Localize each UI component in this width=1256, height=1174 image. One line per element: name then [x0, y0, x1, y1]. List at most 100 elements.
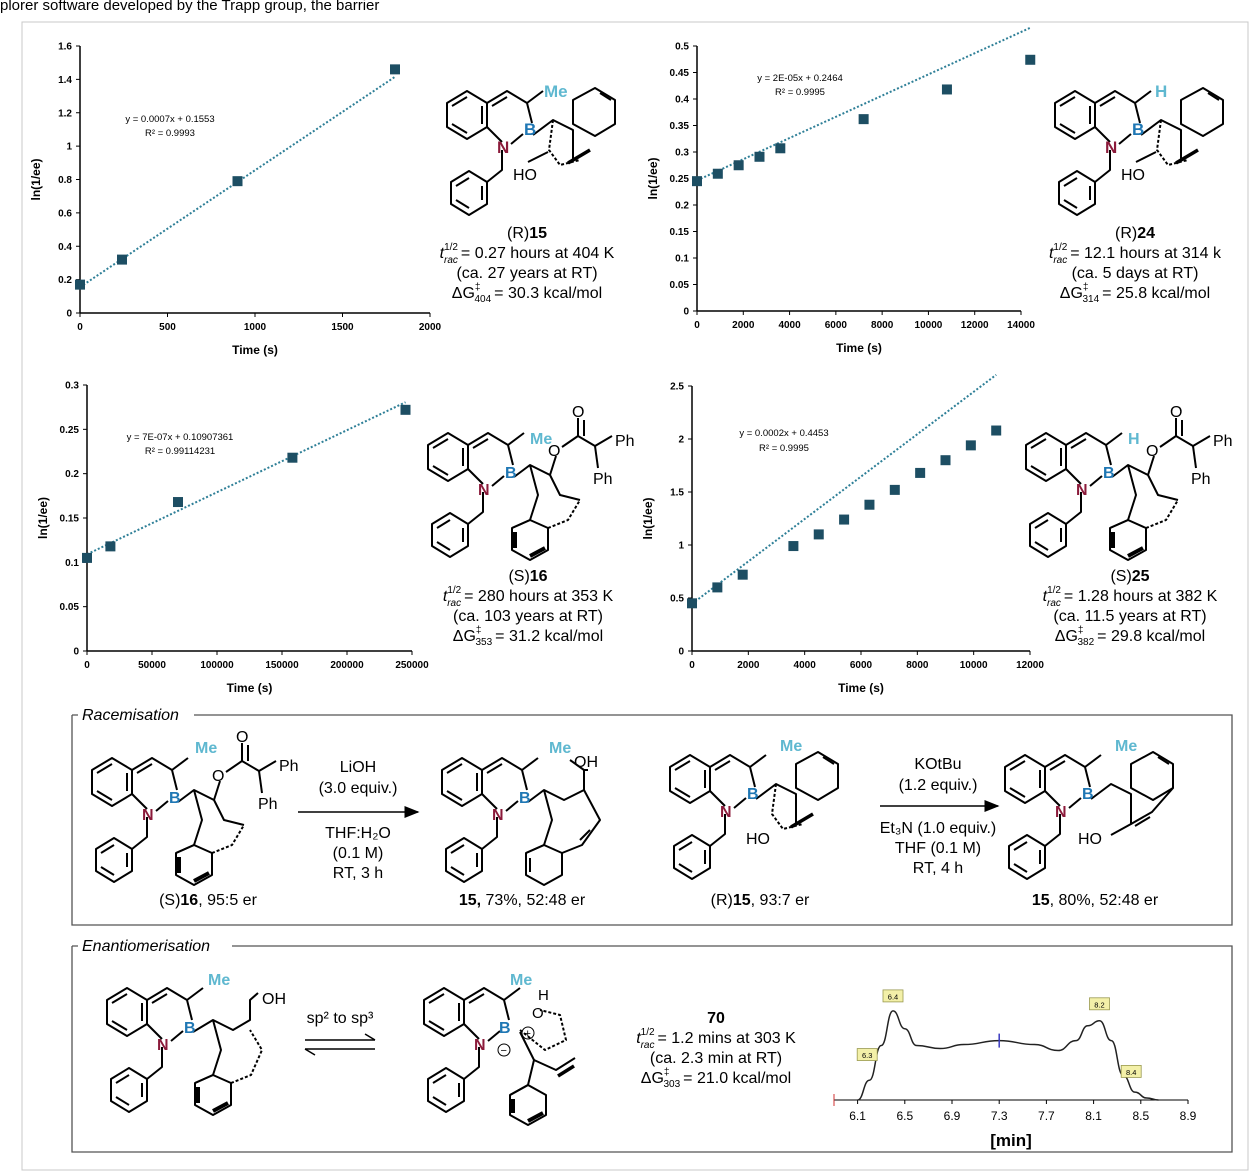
data-point [915, 467, 926, 478]
svg-text:(R)15: (R)15 [507, 225, 547, 242]
dg-sub-15: 404 [474, 294, 491, 305]
x-tick-label: 2000 [737, 660, 760, 671]
x-tick-label: 8.1 [1085, 1109, 1102, 1123]
svg-text:(S)16: (S)16 [508, 568, 547, 585]
y-tick-label: 0.2 [58, 275, 72, 286]
y-tick-label: 0.1 [675, 254, 689, 265]
config-15: (R) [507, 225, 529, 242]
data-point [941, 84, 952, 95]
t-value-16: = 280 hours at 353 K [464, 588, 613, 605]
peak-label-box [882, 989, 904, 1003]
y-tick-label: 0.4 [675, 95, 689, 106]
n-atom: N [1055, 804, 1067, 821]
b-atom: B [1103, 465, 1115, 482]
config-24: (R) [1115, 225, 1137, 242]
r2-label: R² = 0.9995 [775, 87, 825, 98]
h-atom: H [538, 987, 549, 1004]
y-tick-label: 0.35 [670, 121, 690, 132]
data-point [105, 541, 116, 552]
h-label: H [1128, 431, 1140, 448]
x-tick-label: 1500 [331, 322, 354, 333]
y-tick-label: 0.8 [58, 175, 72, 186]
b-atom: B [519, 790, 531, 807]
o-atom: O [548, 443, 560, 460]
x-tick-label: 0 [694, 320, 700, 331]
data-point [788, 541, 799, 552]
x-tick-label: 12000 [961, 320, 989, 331]
x-tick-label: 14000 [1007, 320, 1035, 331]
svg-text:ΔG‡314= 25.8 kcal/mol: ΔG‡314= 25.8 kcal/mol [1060, 282, 1210, 305]
racemisation-panel: Racemisation Me O O Ph Ph N B (S)16, 95:… [71, 707, 1233, 926]
r2-label: R² = 0.9995 [759, 443, 809, 454]
n-atom: N [492, 807, 504, 824]
x-tick-label: 0 [77, 322, 83, 333]
x-axis-label: Time (s) [836, 341, 882, 355]
svg-text:ΔG‡353= 31.2 kcal/mol: ΔG‡353= 31.2 kcal/mol [453, 625, 603, 648]
data-point [991, 425, 1002, 436]
cond-1: RT, 3 h [333, 865, 383, 882]
me-label: Me [549, 740, 571, 757]
x-tick-label: 4000 [778, 320, 801, 331]
o-atom: O [1146, 443, 1158, 460]
b-atom: B [1082, 786, 1094, 803]
y-tick-label: 0.3 [65, 381, 79, 392]
x-tick-label: 100000 [200, 660, 234, 671]
x-tick-label: 2000 [419, 322, 442, 333]
b-atom: B [747, 786, 759, 803]
ho-label: HO [1121, 167, 1145, 184]
header-text: plorer software developed by the Trapp g… [0, 0, 380, 14]
dg-value-25: = 29.8 kcal/mol [1097, 628, 1205, 645]
x-tick-label: 6000 [825, 320, 848, 331]
x-tick-label: 0 [84, 660, 90, 671]
n-atom: N [1105, 138, 1117, 157]
ph-label: Ph [615, 433, 635, 450]
config-25: (S) [1110, 568, 1131, 585]
y-tick-label: 1.6 [58, 42, 72, 53]
y-tick-label: 0.25 [60, 425, 80, 436]
x-tick-label: 8000 [906, 660, 929, 671]
enantiomerisation-title: Enantiomerisation [82, 938, 210, 955]
x-tick-label: 1000 [244, 322, 267, 333]
data-point [687, 598, 697, 609]
x-tick-label: 10000 [960, 660, 988, 671]
svg-text:ΔG‡382= 29.8 kcal/mol: ΔG‡382= 29.8 kcal/mol [1055, 625, 1205, 648]
me-label: Me [530, 431, 552, 448]
t-value-70: = 1.2 mins at 303 K [657, 1030, 796, 1047]
svg-text:−: − [501, 1045, 507, 1057]
me-label: Me [510, 972, 532, 989]
data-point [117, 254, 127, 265]
enantiomerisation-panel: Enantiomerisation Me OH N B sp² to sp³ [71, 938, 1233, 1153]
x-tick-label: 2000 [732, 320, 755, 331]
peak-label-box [1120, 1065, 1142, 1078]
o-atom: O [572, 404, 584, 421]
ph-label: Ph [258, 796, 278, 813]
y-tick-label: 0.45 [670, 68, 690, 79]
x-tick-label: 6.9 [944, 1109, 961, 1123]
y-tick-label: 1.5 [670, 488, 684, 499]
data-point [813, 529, 824, 540]
y-tick-label: 2 [678, 435, 684, 446]
data-point [737, 569, 748, 580]
data-point [287, 452, 298, 463]
solvent-2: THF (0.1 M) [895, 840, 981, 857]
data-point [692, 176, 702, 187]
x-tick-label: 12000 [1016, 660, 1044, 671]
o-atom: O [532, 1005, 544, 1022]
y-tick-label: 0.5 [670, 594, 684, 605]
x-axis-label: Time (s) [232, 343, 278, 357]
equation-label: y = 0.0007x + 0.1553 [125, 114, 214, 125]
peak-label-box [1089, 997, 1110, 1011]
x-tick-label: 6.5 [896, 1109, 913, 1123]
equiv-1: (3.0 equiv.) [319, 780, 398, 797]
sm-config-1: (S) [159, 892, 180, 909]
dg-sub-24: 314 [1082, 294, 1099, 305]
